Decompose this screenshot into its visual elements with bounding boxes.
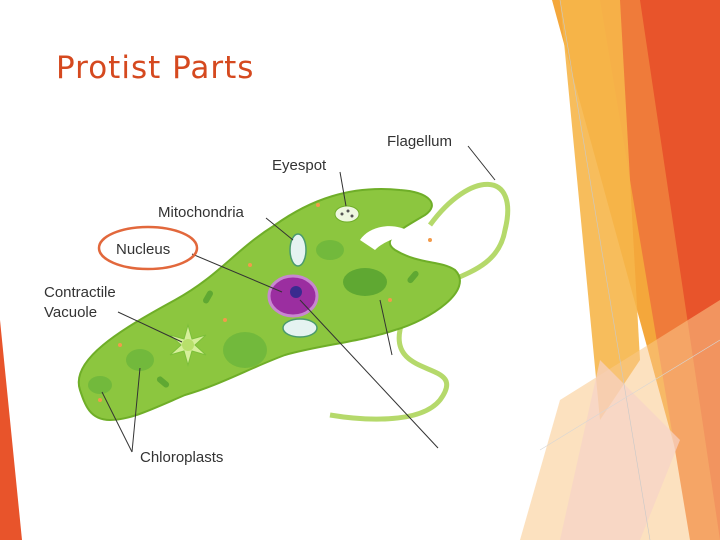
right-accent-pink — [560, 360, 680, 540]
eyespot-dot — [350, 214, 354, 218]
chloroplast — [88, 376, 112, 394]
chloroplast — [223, 332, 267, 368]
organelle-leader — [379, 299, 393, 356]
granule — [118, 343, 122, 347]
organelle-rod — [407, 270, 419, 284]
label-vacuole: Vacuole — [44, 304, 97, 321]
label-eyespot: Eyespot — [272, 157, 327, 174]
eyespot-dot — [340, 212, 344, 216]
organelle-rod — [203, 290, 213, 304]
nucleus-highlight-ring — [97, 225, 199, 271]
decor-line-1 — [559, 0, 651, 540]
label-flagellum: Flagellum — [387, 133, 452, 150]
flagellum-leader — [467, 145, 496, 181]
granule — [98, 398, 102, 402]
eyespot — [334, 205, 360, 223]
chloroplast-leader-1 — [101, 391, 133, 453]
mitochondrion — [289, 233, 307, 267]
chloroplast-leader-2 — [131, 367, 141, 453]
contractile-vacuole — [169, 323, 207, 367]
cell-body — [77, 188, 461, 422]
granule — [316, 203, 320, 207]
eyespot-dot — [346, 209, 350, 213]
mitochondrion — [282, 318, 318, 338]
label-mitochondria: Mitochondria — [158, 204, 245, 221]
reservoir-notch — [360, 226, 410, 250]
chloroplast — [343, 268, 387, 296]
granule — [223, 318, 227, 322]
nucleolus — [290, 286, 302, 298]
granule — [248, 263, 252, 267]
label-chloroplasts: Chloroplasts — [140, 449, 223, 466]
label-contractile: Contractile — [44, 284, 116, 301]
granule — [428, 238, 432, 242]
left-accent-strip — [0, 320, 22, 540]
chloroplast — [316, 240, 344, 260]
slide-title: Protist Parts — [56, 50, 255, 86]
right-accent-light — [560, 0, 640, 420]
chloroplast — [126, 349, 154, 371]
eyespot-leader — [339, 171, 347, 207]
mitochondria-leader — [265, 217, 294, 241]
organelle-rod — [156, 376, 170, 388]
contractile-vacuole-leader — [117, 311, 183, 343]
leader-lines — [101, 145, 496, 453]
nucleus-leader — [191, 253, 283, 293]
label-nucleus: Nucleus — [116, 241, 170, 258]
decor-line-2 — [539, 339, 720, 451]
nucleus-leader-2 — [299, 299, 439, 449]
granule — [388, 298, 392, 302]
